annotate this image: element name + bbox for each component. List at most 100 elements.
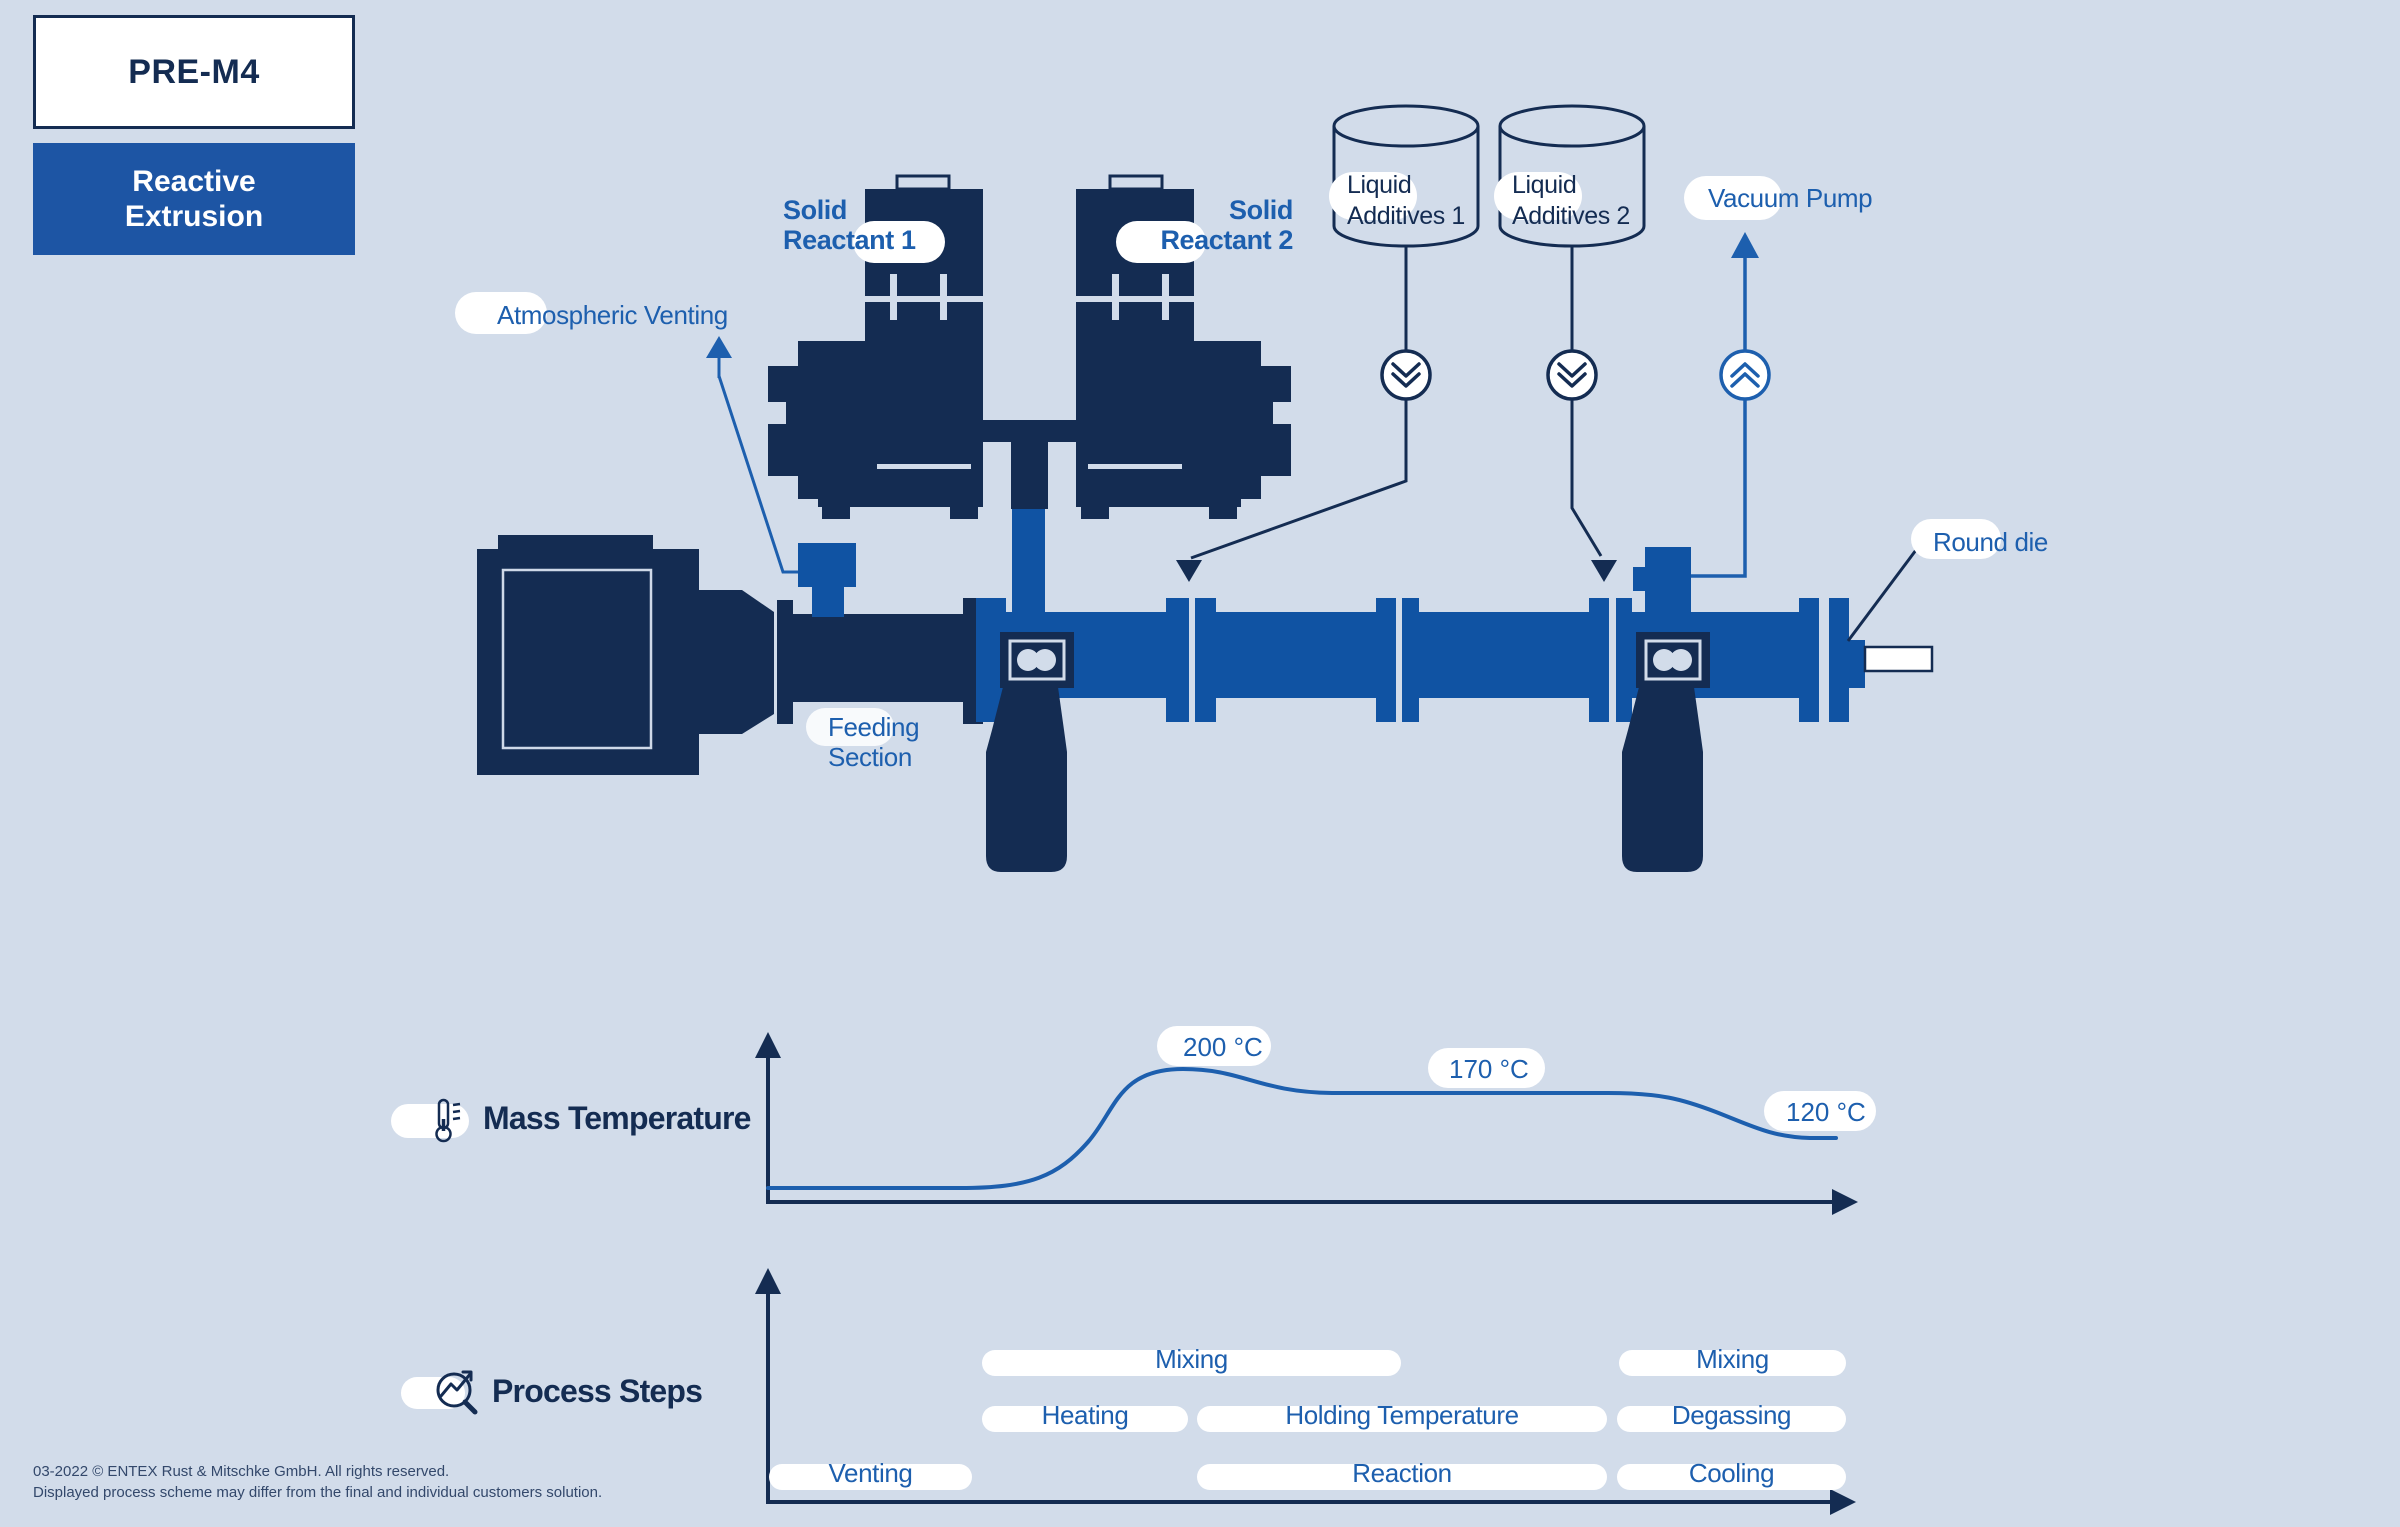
line	[1190, 399, 1408, 560]
feeder-foot	[822, 507, 850, 519]
process-step-bar-heating: Heating	[982, 1400, 1188, 1432]
process-badge: Reactive Extrusion	[33, 143, 355, 255]
feeder-foot	[950, 507, 978, 519]
process-step-label: Degassing	[1671, 1399, 1792, 1430]
arrow-down-icon	[1176, 560, 1202, 582]
arrow-up-icon	[1731, 232, 1759, 258]
label-feeding-section: Feeding Section	[805, 708, 920, 772]
vacuum-line	[1691, 257, 1747, 578]
double-chevron-down-icon	[1557, 362, 1587, 388]
barrel-flange	[1829, 598, 1849, 722]
round-die-outlet	[1863, 645, 1934, 673]
process-step-label: Cooling	[1688, 1457, 1775, 1488]
feeder-base	[818, 489, 983, 507]
temp-label-120: 120 °C	[1764, 1091, 1876, 1131]
feeding-barrel	[793, 614, 963, 702]
axis-arrow-up-icon	[755, 1268, 781, 1294]
label-line: Liquid	[1347, 171, 1412, 199]
barrel-flange	[1166, 598, 1189, 722]
process-steps-chart	[755, 1268, 1856, 1515]
label-line: Solid	[783, 195, 847, 225]
label-line: Reactant 1	[783, 225, 916, 255]
chart-title-text: Mass Temperature	[483, 1100, 751, 1136]
temp-label-170: 170 °C	[1428, 1048, 1545, 1088]
label-line: Liquid	[1512, 171, 1577, 199]
model-name: PRE-M4	[128, 52, 260, 91]
feeder-downpipe	[1011, 442, 1048, 509]
chart-title-text: Process Steps	[492, 1373, 703, 1409]
feed-inlet-pipe	[1012, 509, 1045, 619]
feeder-motor	[798, 341, 865, 499]
round-die-pointer	[1846, 549, 1918, 642]
side-feeder-1	[986, 687, 1067, 872]
temperature-curve	[766, 1066, 1838, 1190]
tank-2-lid	[1498, 104, 1646, 148]
process-steps-title: Process Steps	[400, 1370, 703, 1415]
side-feeder-2	[1622, 687, 1703, 872]
feeder-merge-bar	[975, 420, 1085, 442]
label-round-die: Round die	[1911, 519, 2048, 559]
label-liquid-additives-1: Liquid Additives 1	[1329, 170, 1465, 232]
model-badge: PRE-M4	[33, 15, 355, 129]
temp-label-200: 200 °C	[1157, 1026, 1271, 1066]
feeder-detail	[940, 274, 947, 320]
barrel-flange	[1799, 598, 1819, 722]
coupling	[699, 590, 774, 734]
coupling-flange	[777, 600, 793, 724]
label-line: Feeding	[828, 712, 920, 742]
arrow-up-icon	[706, 336, 732, 358]
twin-screw-icon	[1034, 649, 1056, 671]
double-chevron-up-icon	[1730, 362, 1760, 388]
screw-window-1	[1000, 632, 1074, 688]
screw-window-2	[1634, 630, 1712, 690]
barrel-segment	[1216, 612, 1376, 698]
arrow-down-icon	[1591, 560, 1617, 582]
process-step-bar-holding-temperature: Holding Temperature	[1197, 1400, 1607, 1432]
label-line: Section	[828, 742, 912, 772]
venting-line	[717, 375, 798, 574]
feeder-cap	[895, 174, 951, 191]
process-step-label: Heating	[1041, 1399, 1129, 1430]
trend-magnifier-icon	[436, 1370, 478, 1415]
line	[1570, 399, 1603, 557]
process-step-label: Mixing	[1155, 1343, 1228, 1374]
process-step-bar-venting: Venting	[769, 1458, 972, 1490]
barrel-flange	[1195, 598, 1216, 722]
thermometer-icon	[435, 1098, 461, 1143]
label-line: Additives 1	[1347, 202, 1465, 230]
label-solid-reactant-1: Solid Reactant 1	[783, 195, 945, 263]
tank-1-lid	[1332, 104, 1480, 148]
label-solid-reactant-2: Solid Reactant 2	[1113, 195, 1293, 263]
label-line: Reactant 2	[1160, 225, 1293, 255]
copyright-line: Displayed process scheme may differ from…	[33, 1484, 603, 1501]
label-line: Additives 2	[1512, 202, 1630, 230]
barrel-flange	[1402, 598, 1419, 722]
axis-arrow-right-icon	[1830, 1489, 1856, 1515]
process-step-bar-reaction: Reaction	[1197, 1458, 1607, 1490]
twin-screw-icon	[1017, 649, 1039, 671]
label-line: Solid	[1229, 195, 1293, 225]
feeder-detail	[877, 464, 971, 469]
double-chevron-down-icon	[1391, 362, 1421, 388]
axis-arrow-up-icon	[755, 1032, 781, 1058]
barrel-segment	[1419, 612, 1589, 698]
barrel-flange	[1589, 598, 1609, 722]
label-vacuum-pump: Vacuum Pump	[1683, 176, 1873, 220]
label-atmospheric-venting: Atmospheric Venting	[455, 292, 728, 334]
additive-line-1	[1190, 246, 1408, 560]
process-step-label: Venting	[828, 1457, 913, 1488]
mass-temperature-chart	[755, 1032, 1858, 1215]
motor-top	[498, 535, 653, 549]
copyright-note: 03-2022 © ENTEX Rust & Mitschke GmbH. Al…	[33, 1461, 602, 1503]
process-step-bar-cooling: Cooling	[1617, 1458, 1846, 1490]
vacuum-port-step	[1633, 567, 1647, 591]
motor-body	[477, 549, 699, 775]
copyright-line: 03-2022 © ENTEX Rust & Mitschke GmbH. Al…	[33, 1463, 450, 1480]
process-step-label: Mixing	[1696, 1343, 1769, 1374]
feeder-detail	[865, 296, 983, 302]
line	[1691, 399, 1747, 578]
process-name-line: Extrusion	[124, 200, 264, 233]
process-name-line: Reactive	[132, 165, 256, 198]
